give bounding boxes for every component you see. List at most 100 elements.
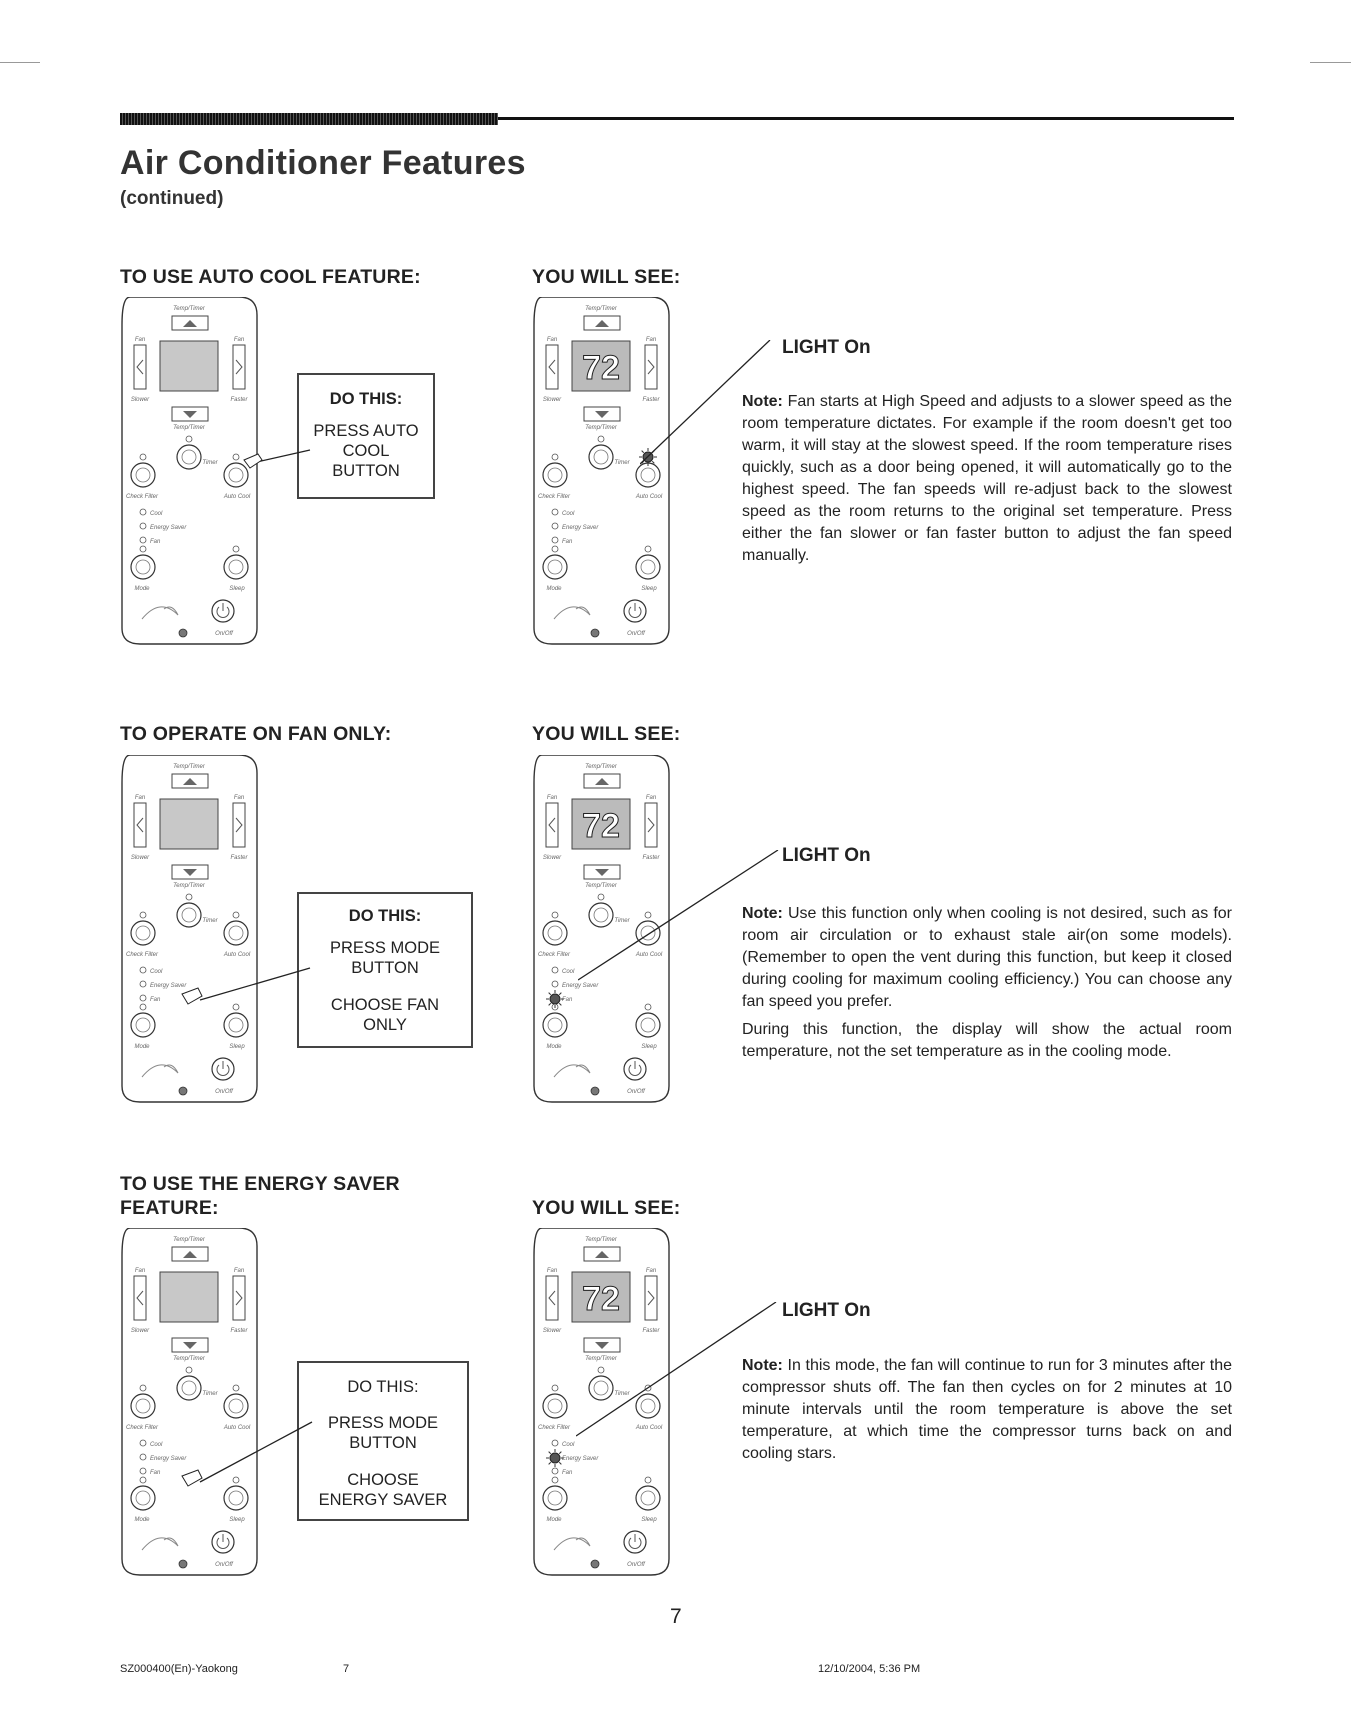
light-ray [548, 1002, 552, 1006]
do-this-line: BUTTON [351, 959, 419, 977]
power-icon [628, 603, 642, 618]
indicator-light-icon [178, 1559, 188, 1569]
do-this-line: ENERGY SAVER [318, 1491, 448, 1509]
mode-button-inner [135, 1490, 151, 1506]
indicator-light-icon [551, 453, 559, 461]
panel-label: Mode [134, 586, 150, 592]
panel-label: Sleep [229, 1044, 245, 1050]
do-this-line: COOL [342, 442, 390, 460]
indicator-line [640, 340, 771, 465]
mode-button [130, 1012, 156, 1038]
indicator-light-icon [139, 1384, 147, 1392]
sleep-button-inner [640, 1017, 656, 1033]
panel-label: On/Off [215, 1562, 234, 1568]
panel-label: Energy Saver [562, 1456, 599, 1462]
check-filter-button [130, 462, 156, 488]
panel-label: Temp/Timer [585, 883, 618, 889]
note-body: Fan starts at High Speed and adjusts to … [742, 393, 1232, 564]
sleep-button [635, 1012, 661, 1038]
section-heading-auto-cool: TO USE AUTO COOL FEATURE: [120, 266, 421, 288]
timer-button-inner [593, 449, 609, 465]
indicator-light-icon [139, 911, 147, 919]
panel-label: Check Filter [538, 494, 571, 500]
left-arrow-icon [548, 1290, 556, 1306]
panel-label: Temp/Timer [585, 425, 618, 431]
indicator-light-icon [597, 1366, 605, 1374]
header-rule-thin [498, 117, 1234, 120]
left-arrow-icon [136, 359, 144, 375]
energy-mode-light-icon [551, 522, 559, 530]
section-see-label: YOU WILL SEE: [532, 723, 681, 745]
indicator-light-icon [551, 911, 559, 919]
panel-label: Temp/Timer [585, 306, 618, 312]
right-arrow-icon [235, 1290, 243, 1306]
header-rule-dark [120, 113, 498, 125]
fan-slower-button [133, 344, 147, 390]
panel-label: Sleep [229, 586, 245, 592]
timer-button-inner [593, 1380, 609, 1396]
auto-cool-button [635, 1393, 661, 1419]
panel-label: Slower [131, 397, 150, 403]
panel-label: Energy Saver [562, 525, 599, 531]
panel-label: Auto Cool [223, 1425, 251, 1431]
down-arrow-icon [183, 411, 197, 418]
auto-cool-button-inner [228, 467, 244, 483]
sleep-button-inner [640, 1490, 656, 1506]
footer-left: SZ000400(En)-Yaokong [120, 1663, 238, 1675]
panel-label: Fan [646, 795, 657, 801]
indicator-light-icon [590, 628, 600, 638]
panel-outline [121, 755, 258, 1103]
fan-faster-button [232, 344, 246, 390]
fan-slower-button [545, 802, 559, 848]
do-this-line: PRESS AUTO [313, 422, 419, 440]
fan-mode-light-icon [139, 536, 147, 544]
indicator-light-icon [185, 893, 193, 901]
panel-label: Check Filter [538, 1425, 571, 1431]
panel-label: On/Off [215, 631, 234, 637]
mode-button-inner [135, 559, 151, 575]
power-icon [628, 1534, 642, 1549]
mode-button-inner [547, 1017, 563, 1033]
energy-mode-light-icon [139, 1453, 147, 1461]
light-ray [558, 1461, 562, 1465]
indicator-light-icon [178, 628, 188, 638]
panel-label: Timer [202, 918, 218, 924]
panel-label: Timer [614, 918, 630, 924]
cool-mode-light-icon [551, 508, 559, 516]
fan-mode-light-icon [139, 1467, 147, 1475]
right-arrow-icon [647, 359, 655, 375]
sleep-button-inner [228, 559, 244, 575]
down-arrow-icon [183, 1342, 197, 1349]
right-arrow-icon [235, 817, 243, 833]
panel-label: On/Off [627, 631, 646, 637]
indicator-light-icon [597, 893, 605, 901]
panel-label: Slower [131, 855, 150, 861]
panel-label: Mode [134, 1517, 150, 1523]
panel-label: Fan [234, 1268, 245, 1274]
indicator-light-icon [232, 1003, 240, 1011]
check-filter-button [542, 920, 568, 946]
mode-button [542, 1485, 568, 1511]
temperature-display: 72 [582, 349, 620, 387]
panel-label: Slower [543, 1328, 562, 1334]
indicator-light-icon [232, 1384, 240, 1392]
indicator-light-icon [185, 435, 193, 443]
pointer-line [181, 1421, 313, 1487]
auto-cool-button-inner [228, 1398, 244, 1414]
right-arrow-icon [235, 359, 243, 375]
panel-label: Fan [234, 795, 245, 801]
energy-star-logo-icon [553, 1537, 591, 1551]
panel-label: Check Filter [538, 952, 571, 958]
section-heading-fan-only: TO OPERATE ON FAN ONLY: [120, 723, 392, 745]
lit-indicator-icon [549, 1452, 561, 1464]
light-ray [548, 992, 552, 996]
fan-mode-light-icon [551, 536, 559, 544]
right-arrow-icon [647, 817, 655, 833]
fan-faster-button [644, 344, 658, 390]
panel-label: Faster [230, 855, 248, 861]
do-this-box: DO THIS: PRESS MODE BUTTON CHOOSE FAN ON… [297, 892, 473, 1048]
panel-label: Fan [562, 539, 573, 545]
